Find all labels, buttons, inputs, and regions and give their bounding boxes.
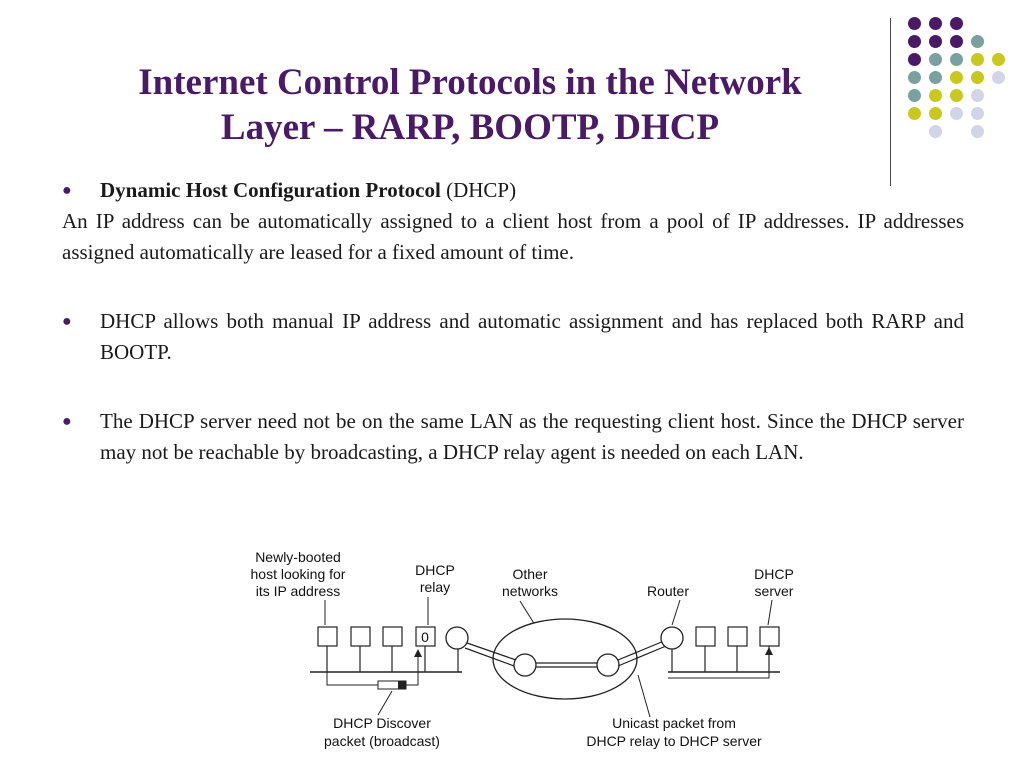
dhcp-server-box bbox=[759, 626, 780, 647]
dhcp-heading-abbrev: (DHCP) bbox=[440, 178, 517, 202]
bullet-dhcp-heading: ● Dynamic Host Configuration Protocol (D… bbox=[62, 175, 964, 206]
lan-host-box bbox=[350, 626, 371, 647]
networks-label-line-1: Other bbox=[512, 566, 547, 582]
unicast-label-line-1: Unicast packet from bbox=[612, 715, 736, 731]
decor-dot bbox=[971, 89, 984, 102]
server-router-link bbox=[617, 640, 665, 661]
network-router-node bbox=[513, 653, 537, 677]
relay-box-label: 0 bbox=[421, 629, 429, 645]
discover-pointer-line bbox=[377, 690, 393, 716]
decor-dot bbox=[929, 89, 942, 102]
decorative-dot-grid bbox=[905, 12, 1015, 172]
bullet-dhcp-relay: ● The DHCP server need not be on the sam… bbox=[62, 406, 964, 468]
decor-dot bbox=[908, 71, 921, 84]
decor-dot bbox=[929, 107, 942, 120]
decor-dot bbox=[908, 107, 921, 120]
server-label-line-1: DHCP bbox=[754, 566, 794, 582]
unicast-pointer-line bbox=[637, 674, 651, 718]
host-label-line-3: its IP address bbox=[256, 583, 341, 599]
left-router-node bbox=[445, 626, 469, 650]
other-networks-cloud bbox=[492, 618, 638, 700]
dhcp-relay-diagram: Newly-booted host looking for its IP add… bbox=[251, 549, 794, 749]
server-router-link bbox=[617, 645, 667, 667]
server-label-line-2: server bbox=[755, 583, 794, 599]
bullet-marker: ● bbox=[62, 413, 72, 430]
decor-dot bbox=[929, 17, 942, 30]
network-router-node bbox=[596, 653, 620, 677]
right-router-node bbox=[660, 626, 684, 650]
bullet-dhcp-relay-text: The DHCP server need not be on the same … bbox=[100, 409, 964, 464]
decor-dot bbox=[971, 35, 984, 48]
decor-dot bbox=[950, 17, 963, 30]
slide-title: Internet Control Protocols in the Networ… bbox=[40, 60, 900, 150]
discover-packet-head bbox=[398, 681, 406, 689]
lan-host-box bbox=[317, 626, 338, 647]
bullet-marker: ● bbox=[62, 313, 72, 330]
host-label-line-1: Newly-booted bbox=[255, 549, 341, 565]
decor-dot bbox=[971, 125, 984, 138]
decor-dot bbox=[929, 53, 942, 66]
lan-host-box bbox=[727, 626, 748, 647]
bullet-dhcp-assignment: ● DHCP allows both manual IP address and… bbox=[62, 306, 964, 368]
router-pointer-line bbox=[671, 599, 681, 626]
discover-label-line-1: DHCP Discover bbox=[333, 715, 431, 731]
router-label: Router bbox=[647, 583, 689, 599]
unicast-label-line-2: DHCP relay to DHCP server bbox=[586, 733, 762, 749]
unicast-arrowhead bbox=[765, 647, 773, 655]
decor-dot bbox=[950, 71, 963, 84]
decor-dot bbox=[971, 71, 984, 84]
server-pointer-line bbox=[767, 599, 773, 626]
decor-dot bbox=[929, 71, 942, 84]
decor-dot bbox=[908, 17, 921, 30]
relay-label-line-1: DHCP bbox=[415, 562, 455, 578]
vertical-divider bbox=[890, 18, 891, 186]
decor-dot bbox=[929, 35, 942, 48]
decor-dot bbox=[971, 107, 984, 120]
decor-dot bbox=[950, 89, 963, 102]
decor-dot bbox=[971, 53, 984, 66]
bullet-marker: ● bbox=[62, 182, 72, 199]
relay-router-link bbox=[466, 642, 517, 661]
title-line-2: Layer – RARP, BOOTP, DHCP bbox=[220, 107, 720, 148]
discover-arrowhead bbox=[414, 649, 422, 657]
relay-router-link bbox=[464, 647, 515, 667]
dhcp-heading-bold: Dynamic Host Configuration Protocol bbox=[100, 178, 441, 202]
discover-label-line-2: packet (broadcast) bbox=[324, 733, 440, 749]
lan-host-box bbox=[382, 626, 403, 647]
decor-dot bbox=[950, 35, 963, 48]
decor-dot bbox=[908, 53, 921, 66]
decor-dot bbox=[908, 35, 921, 48]
host-label-line-2: host looking for bbox=[251, 566, 346, 582]
title-line-1: Internet Control Protocols in the Networ… bbox=[138, 62, 802, 103]
bullet-dhcp-assignment-text: DHCP allows both manual IP address and a… bbox=[100, 309, 964, 364]
decor-dot bbox=[992, 71, 1005, 84]
decor-dot bbox=[992, 53, 1005, 66]
networks-label-line-2: networks bbox=[502, 583, 558, 599]
discover-path bbox=[326, 653, 419, 686]
decor-dot bbox=[950, 53, 963, 66]
decor-dot bbox=[929, 125, 942, 138]
lan-host-box bbox=[695, 626, 716, 647]
slide-body: ● Dynamic Host Configuration Protocol (D… bbox=[62, 175, 964, 468]
decor-dot bbox=[908, 89, 921, 102]
decor-dot bbox=[950, 107, 963, 120]
dhcp-description: An IP address can be automatically assig… bbox=[62, 209, 964, 264]
unicast-path bbox=[668, 653, 770, 679]
relay-label-line-2: relay bbox=[420, 579, 450, 595]
